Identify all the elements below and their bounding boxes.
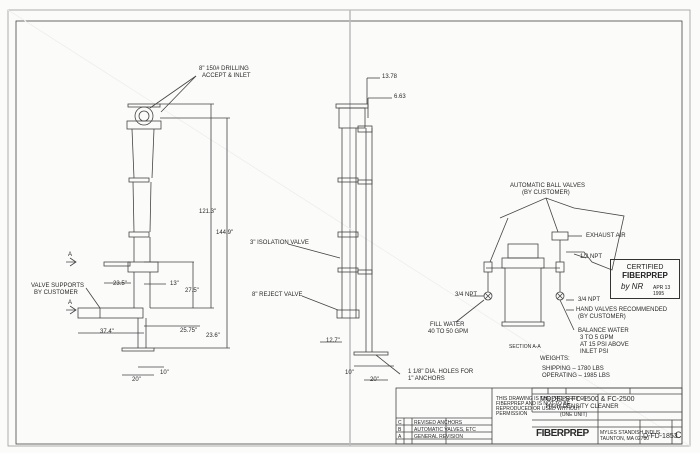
dim-121: 121.3" <box>199 209 217 215</box>
balance-water-2: 3 TO 5 GPM <box>580 335 614 341</box>
revision-letter: C <box>675 430 682 440</box>
weights-heading: WEIGHTS: <box>540 356 570 362</box>
dim-13-78: 13.78 <box>382 74 398 80</box>
section-aa-label: SECTION A-A <box>509 344 541 350</box>
exhaust-air-label: EXHAUST AIR <box>586 233 626 239</box>
drilling-label-2: ACCEPT & INLET <box>202 73 251 79</box>
address-1: MYLES STANDISH INDUS. <box>600 430 662 436</box>
valve-supports-1: VALVE SUPPORTS <box>31 283 85 289</box>
dim-6-63: 6.63 <box>394 94 406 100</box>
holes-label-2: 1" ANCHORS <box>408 376 445 382</box>
drilling-label-1: 8" 150# DRILLING <box>199 66 249 72</box>
dim-144: 144.9" <box>216 230 234 236</box>
dim-27-5: 27.5" <box>185 288 199 294</box>
auto-ball-valves-2: (BY CUSTOMER) <box>522 190 570 196</box>
dim-25-75: 25.75" <box>180 328 198 334</box>
stamp-heading: CERTIFIED <box>626 264 664 271</box>
dim-37-4: 37.4" <box>100 329 114 335</box>
stamp-date: APR 13 1995 <box>653 285 671 297</box>
weights-shipping: SHIPPING – 1780 LBS <box>542 366 604 372</box>
certified-stamp: CERTIFIED FIBERPREP by NR APR 13 1995 <box>610 259 680 299</box>
stamp-company: FIBERPREP <box>622 271 668 280</box>
title-note-4: PERMISSION <box>496 411 528 417</box>
hand-valves-1: HAND VALVES RECOMMENDED <box>576 307 668 313</box>
auto-ball-valves-1: AUTOMATIC BALL VALVES <box>510 183 586 189</box>
revision-b-text: AUTOMATIC VALVES, ETC <box>414 427 476 433</box>
dim-20-right: 20" <box>370 377 379 383</box>
fill-water-1: FILL WATER <box>430 322 465 328</box>
address-2: TAUNTON, MA 02780 <box>600 436 649 442</box>
holes-label-1: 1 1/8" DIA. HOLES FOR <box>408 369 474 375</box>
section-marker-top: A <box>68 252 73 258</box>
weights-operating: OPERATING – 1985 LBS <box>542 373 610 379</box>
dim-10-left: 10" <box>160 370 169 376</box>
dim-12-7: 12.7" <box>326 338 340 344</box>
title-line-2: HIGH DENSITY CLEANER <box>546 404 619 410</box>
title-note-2: FIBERPREP AND IS NOT TO BE <box>496 401 571 407</box>
balance-water-4: INLET PSI <box>580 349 609 355</box>
stamp-signature: by NR <box>621 282 644 291</box>
revision-b-letter: B <box>398 427 402 433</box>
hand-valves-2: (BY CUSTOMER) <box>578 314 626 320</box>
title-line-3: (ONE UNIT) <box>560 412 588 418</box>
balance-water-3: AT 15 PSI ABOVE <box>580 342 629 348</box>
title-line-1: MODELS FC-1500 & FC-2500 <box>540 396 635 403</box>
half-npt-label: 1/2 NPT <box>580 254 603 260</box>
fill-water-2: 40 TO 50 GPM <box>428 329 469 335</box>
revision-a-letter: A <box>398 434 402 440</box>
reject-valve-label: 8" REJECT VALVE <box>252 292 303 298</box>
title-note-3: REPRODUCED OR USED WITHOUT <box>496 406 581 412</box>
section-marker-bottom: A <box>68 300 73 306</box>
dim-10-right: 10" <box>345 370 354 376</box>
revision-c-text: REVISED ANCHORS <box>414 420 463 426</box>
valve-supports-2: BY CUSTOMER <box>34 290 78 296</box>
balance-water-1: BALANCE WATER <box>578 328 629 334</box>
dim-23-6: 23.6" <box>206 333 220 339</box>
npt-right-label: 3/4 NPT <box>578 297 601 303</box>
company-logo: FIBERPREP <box>536 428 589 439</box>
dim-23-5: 23.5" <box>113 281 127 287</box>
dim-13: 13" <box>170 281 179 287</box>
revision-a-text: GENERAL REVISION <box>414 434 463 440</box>
isolation-valve-label: 3" ISOLATION VALVE <box>250 240 309 246</box>
npt-left-label: 3/4 NPT <box>455 292 478 298</box>
dim-20-left: 20" <box>132 377 141 383</box>
title-note-1: THIS DRAWING IS THE PROPERTY OF <box>496 396 588 402</box>
revision-c-letter: C <box>398 420 402 426</box>
drawing-number: D-FD-1853 <box>643 433 678 440</box>
